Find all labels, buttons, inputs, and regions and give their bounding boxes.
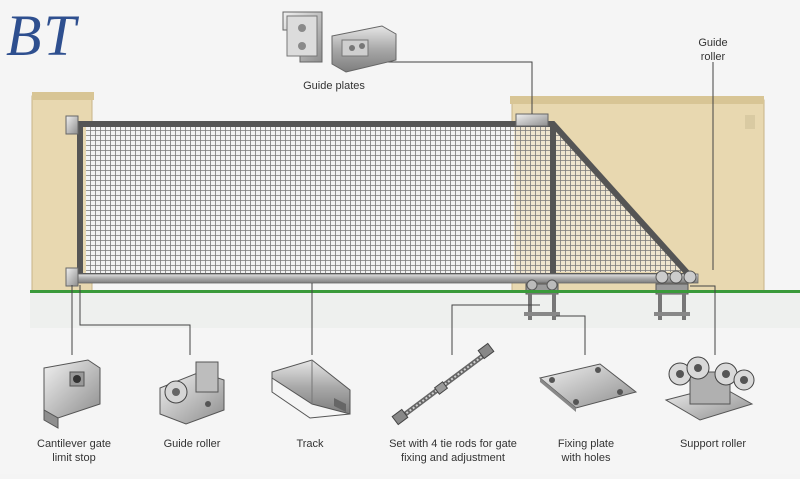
gate-mesh-main <box>86 127 514 276</box>
track-bar <box>71 273 699 284</box>
carriage-right <box>654 270 697 320</box>
label-guide-roller: Guide roller <box>163 438 221 450</box>
ground-line <box>30 290 800 293</box>
label-limit-stop: Cantilever gate limit stop <box>37 438 111 464</box>
track-profile-icon <box>271 359 351 419</box>
tie-rod-icon <box>391 342 495 426</box>
brand-logo: BT <box>6 3 78 68</box>
label-guide-roller-top: Guide roller <box>698 37 728 63</box>
leader-lines <box>71 61 716 355</box>
label-fixing-plate: Fixing plate with holes <box>557 438 615 464</box>
gate-mesh-middle <box>514 127 553 276</box>
guide-roller-icon <box>159 361 225 425</box>
limit-stop-bracket-icon <box>43 359 101 429</box>
label-tie-rods: Set with 4 tie rods for gate fixing and … <box>389 438 517 464</box>
label-guide-plates: Guide plates <box>303 80 365 92</box>
fixing-plate-icon <box>538 363 638 412</box>
guide-plates-icon <box>282 11 397 73</box>
label-support-roller: Support roller <box>679 438 747 450</box>
guide-plate-on-wall <box>515 113 549 127</box>
support-roller-icon <box>664 356 755 421</box>
label-track: Track <box>296 438 324 450</box>
ground-area <box>30 290 800 328</box>
